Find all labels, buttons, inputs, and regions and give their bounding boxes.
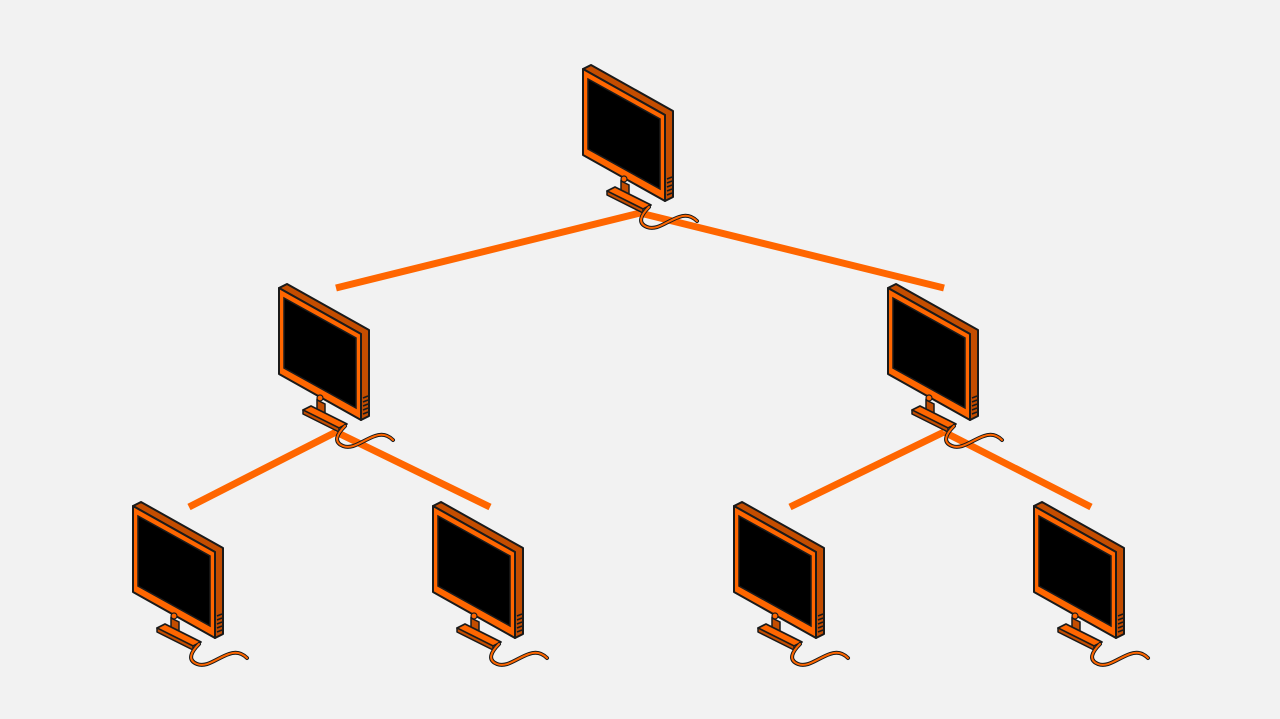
computer-node-left-left-desktop-computer-icon <box>131 500 249 667</box>
connection-line-root-to-left <box>335 209 641 292</box>
connection-line-right-to-right-left <box>788 428 946 511</box>
connection-line-left-to-left-left <box>187 428 338 511</box>
computer-node-right-desktop-computer-icon <box>886 282 1004 449</box>
computers <box>131 63 1150 667</box>
computer-node-root-desktop-computer-icon <box>581 63 699 230</box>
computer-node-right-left-desktop-computer-icon <box>732 500 850 667</box>
computer-node-right-right-desktop-computer-icon <box>1032 500 1150 667</box>
computer-node-left-right-desktop-computer-icon <box>431 500 549 667</box>
computer-node-left-desktop-computer-icon <box>277 282 395 449</box>
connection-line-root-to-right <box>639 209 945 292</box>
